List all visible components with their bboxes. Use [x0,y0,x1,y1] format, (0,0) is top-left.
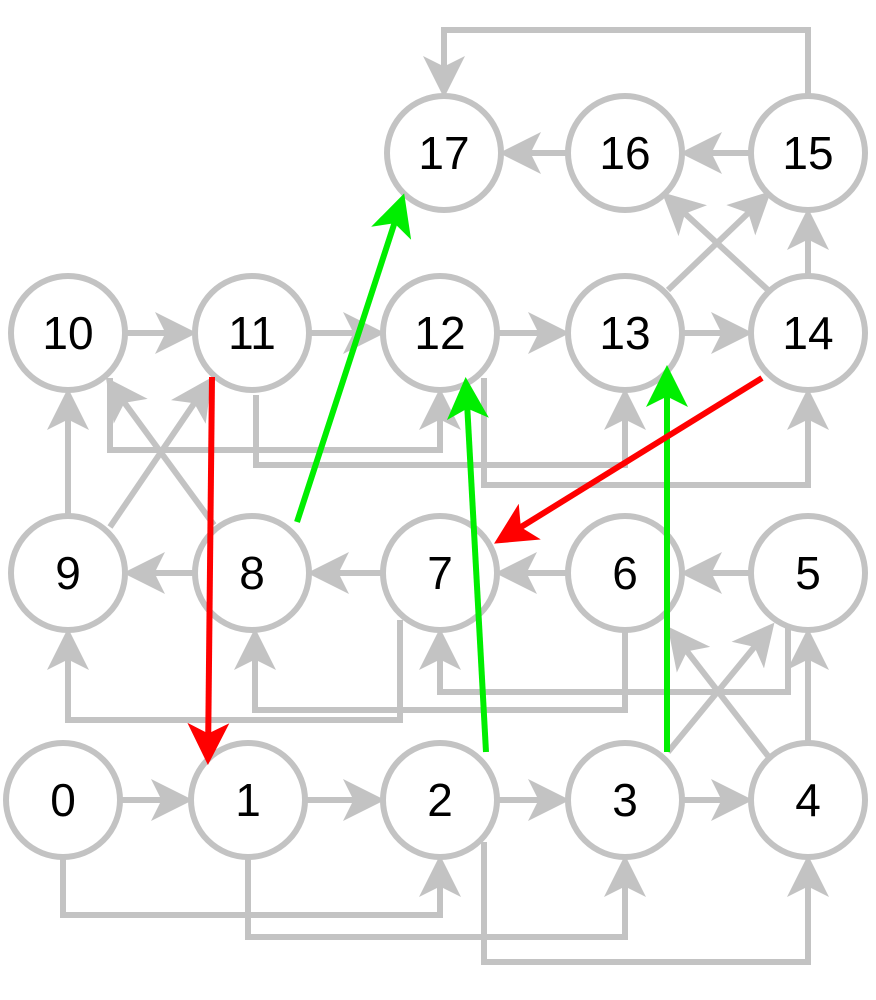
node-7: 7 [380,513,500,633]
edge-14-to-16 [661,192,771,293]
edge-10-to-12 [107,378,461,453]
node-label: 13 [599,307,650,359]
edge-5-to-7 [419,622,791,695]
edge-8-to-17 [294,193,412,523]
edge-11-to-13 [253,388,646,468]
node-12: 12 [380,273,500,393]
node-circle [192,513,312,633]
node-label: 6 [612,547,638,599]
node-circle [748,740,868,860]
node-circle [8,273,128,393]
edge-11-to-1 [187,376,230,765]
node-6: 6 [565,513,685,633]
edge-1-to-3 [245,800,646,940]
node-circle [748,513,868,633]
edge-15-to-17 [423,27,811,98]
node-17: 17 [384,93,504,213]
node-label: 8 [239,547,265,599]
edge-9-to-11 [107,377,212,529]
edge-2-to-4 [481,842,829,965]
node-label: 2 [427,774,453,826]
node-circle [565,273,685,393]
edge-14-to-7 [494,375,764,544]
node-label: 3 [612,774,638,826]
node-15: 15 [748,93,868,213]
node-label: 9 [55,547,81,599]
node-8: 8 [192,513,312,633]
edge-7-to-9 [47,620,403,723]
node-14: 14 [748,273,868,393]
node-circle [565,93,685,213]
node-label: 0 [50,774,76,826]
node-label: 11 [228,307,276,359]
node-circle [748,273,868,393]
node-label: 16 [599,127,650,179]
node-label: 17 [418,127,469,179]
node-13: 13 [565,273,685,393]
node-label: 10 [42,307,93,359]
node-16: 16 [565,93,685,213]
node-10: 10 [8,273,128,393]
node-label: 12 [414,307,465,359]
node-11: 11 [192,273,312,393]
edge-6-to-8 [234,573,628,713]
node-label: 7 [427,547,453,599]
node-9: 9 [8,513,128,633]
node-circle [380,273,500,393]
node-circle [384,93,504,213]
node-circle [380,513,500,633]
highlighted-edge-layer [187,193,764,765]
node-circle [565,513,685,633]
node-0: 0 [3,740,123,860]
node-1: 1 [188,740,308,860]
node-label: 15 [782,127,833,179]
node-5: 5 [748,513,868,633]
edge-8-to-10 [105,377,217,527]
node-2: 2 [380,740,500,860]
node-circle [565,740,685,860]
node-circle [3,740,123,860]
node-circle [8,513,128,633]
node-label: 1 [235,774,261,826]
node-label: 5 [795,547,821,599]
node-circle [192,273,312,393]
node-circle [380,740,500,860]
node-4: 4 [748,740,868,860]
edge-2-to-12 [446,377,489,753]
edge-12-to-14 [481,378,829,488]
node-circle [188,740,308,860]
node-circle [748,93,868,213]
node-label: 4 [795,774,821,826]
node-label: 14 [782,307,833,359]
node-3: 3 [565,740,685,860]
